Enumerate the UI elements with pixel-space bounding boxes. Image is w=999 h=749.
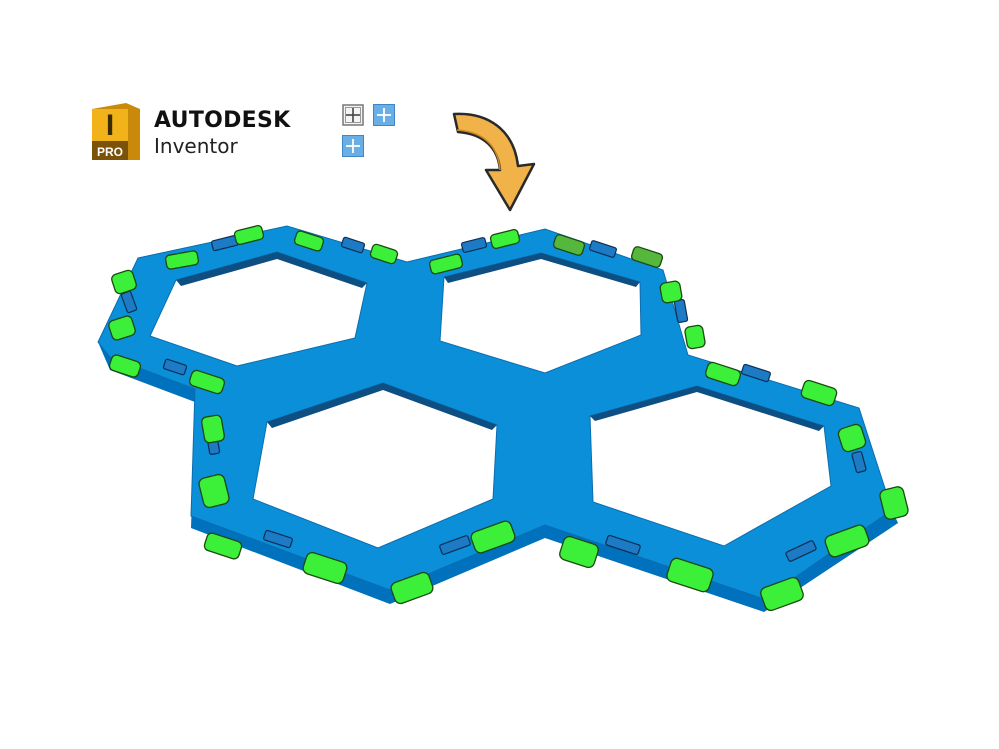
slots: [120, 234, 867, 562]
brand-title: AUTODESK Inventor: [154, 108, 291, 158]
plate-edge: [98, 342, 898, 612]
add-grid-button[interactable]: [342, 104, 364, 126]
logo-letter: I: [106, 109, 114, 142]
plus-icon: [342, 135, 364, 157]
brand-name: AUTODESK: [154, 108, 291, 133]
add-button[interactable]: [373, 104, 395, 126]
connector-tabs: [108, 225, 909, 612]
add-button-2[interactable]: [342, 135, 364, 157]
logo-badge: PRO: [97, 145, 123, 159]
hex-plate: [97, 225, 893, 600]
curved-arrow-icon: [452, 112, 536, 212]
inventor-logo-icon: I PRO: [92, 103, 140, 160]
product-name: Inventor: [154, 134, 238, 158]
plus-icon: [373, 104, 395, 126]
add-grid-icon: [342, 104, 364, 126]
